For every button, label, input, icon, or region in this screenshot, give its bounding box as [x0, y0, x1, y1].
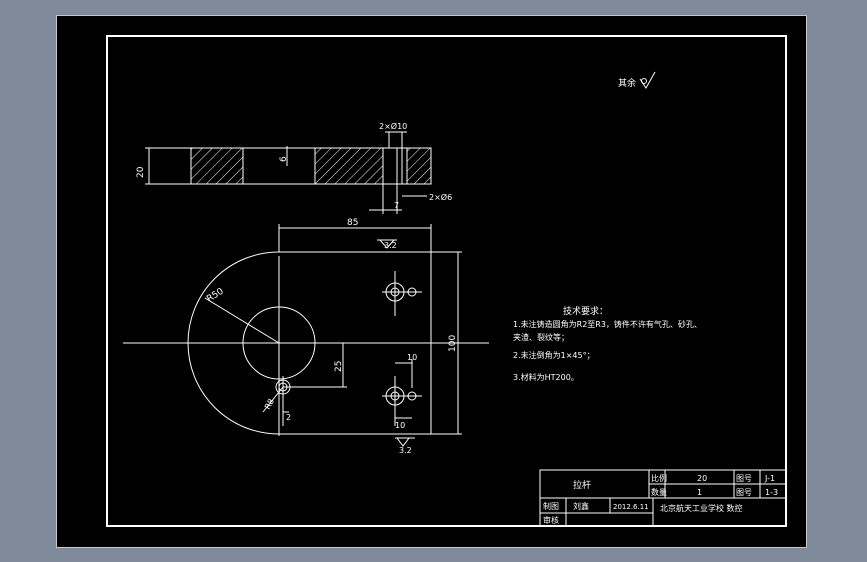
- hatch-right: [406, 147, 432, 185]
- title-qty-label: 数量: [651, 487, 667, 497]
- dim-hole-bottom: 2×Ø6: [429, 192, 452, 202]
- roughness-label: 其余: [618, 77, 636, 89]
- hatch-left: [190, 147, 244, 185]
- drawing-canvas: 其余 20 6 2×Ø10 2×Ø6 7: [106, 35, 787, 527]
- technical-notes: 技术要求： 1.未注铸造圆角为R2至R3，铸件不许有气孔、砂孔、 夹渣、裂纹等；…: [513, 305, 702, 382]
- dim-small-gap: 2: [286, 413, 291, 422]
- dim-bottom-spacing: 10: [395, 421, 405, 430]
- title-school: 北京航天工业学校 数控: [660, 503, 743, 513]
- plan-view: [123, 224, 489, 447]
- title-drawing-no-value: 1-3: [765, 488, 778, 497]
- dim-width: 100: [448, 335, 458, 352]
- title-date: 2012.6.11: [613, 503, 649, 511]
- title-drawn-by: 刘鑫: [573, 501, 589, 511]
- part-outline: [187, 251, 432, 435]
- dim-right-spacing: 10: [407, 353, 417, 362]
- dim-length: 85: [347, 218, 358, 228]
- title-drawing-no-label: 图号: [736, 488, 752, 497]
- hatch-middle: [314, 147, 384, 185]
- finish-top: 3.2: [384, 241, 397, 250]
- dim-small-offset: 7: [394, 201, 399, 210]
- title-drawn-label: 制图: [543, 501, 559, 511]
- title-part-name: 拉杆: [573, 479, 591, 491]
- title-checked-label: 审核: [543, 515, 559, 525]
- notes-line4: 3.材料为HT200。: [513, 372, 579, 382]
- roughness-symbol: 其余: [618, 71, 656, 89]
- dim-radius: R50: [205, 287, 226, 305]
- section-view: [145, 131, 432, 214]
- dim-hole-offset: 25: [334, 361, 344, 372]
- drawing-border: [106, 35, 787, 527]
- title-sheet-label: 图号: [736, 474, 752, 483]
- cad-viewport[interactable]: 其余 20 6 2×Ø10 2×Ø6 7: [56, 15, 807, 548]
- dim-depth: 6: [279, 156, 289, 162]
- title-qty-value: 1: [697, 488, 702, 497]
- dim-thickness: 20: [136, 166, 146, 178]
- finish-bottom: 3.2: [399, 446, 412, 455]
- notes-line3: 2.未注倒角为1×45°；: [513, 350, 595, 360]
- title-block: [539, 469, 787, 527]
- title-scale-value: 20: [697, 474, 707, 483]
- notes-line2: 夹渣、裂纹等；: [513, 332, 569, 342]
- title-scale-label: 比例: [651, 473, 667, 483]
- dim-hole-top: 2×Ø10: [379, 121, 407, 131]
- notes-line1: 1.未注铸造圆角为R2至R3，铸件不许有气孔、砂孔、: [513, 319, 702, 329]
- main-bore: [242, 306, 316, 380]
- title-sheet-value: J-1: [764, 474, 775, 483]
- notes-title: 技术要求：: [563, 305, 608, 317]
